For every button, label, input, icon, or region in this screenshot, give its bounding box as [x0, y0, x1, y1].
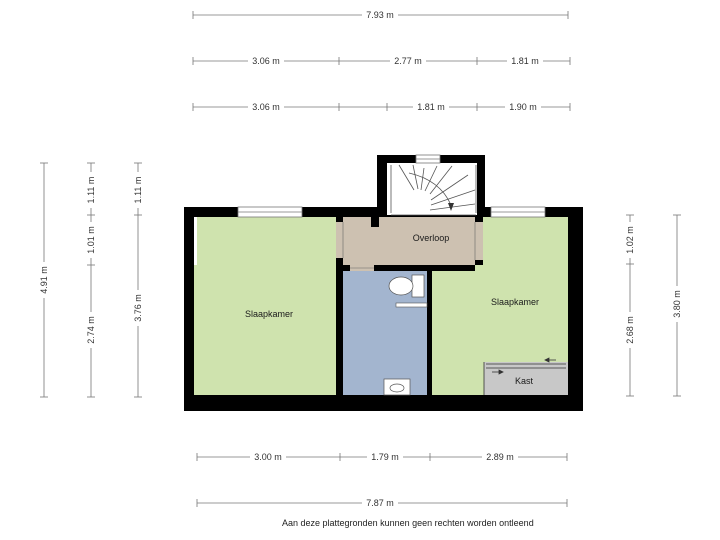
door-marks	[342, 222, 476, 269]
dim-top2-c: 1.81 m	[511, 56, 539, 66]
dim-left-total: 4.91 m	[39, 266, 49, 294]
dim-bottom-a: 3.00 m	[254, 452, 282, 462]
dim-left3-b: 3.76 m	[133, 294, 143, 322]
stairwell	[387, 163, 477, 215]
dim-left2-c: 2.74 m	[86, 316, 96, 344]
label-landing: Overloop	[413, 233, 450, 243]
toilet-icon	[388, 274, 425, 298]
dim-top2-b: 2.77 m	[394, 56, 422, 66]
door-landing-left	[336, 222, 343, 258]
dim-top2-a: 3.06 m	[252, 56, 280, 66]
dim-bottom-b: 1.79 m	[371, 452, 399, 462]
disclaimer: Aan deze plattegronden kunnen geen recht…	[282, 518, 534, 528]
label-closet: Kast	[515, 376, 534, 386]
room-left-bedroom	[194, 217, 336, 395]
wall-right-interior	[427, 265, 432, 395]
wall-bathroom-top	[343, 265, 427, 271]
dim-left2-b: 1.01 m	[86, 226, 96, 254]
right-dimension-labels: 1.02 m 2.68 m 3.80 m	[624, 222, 683, 348]
wall-landing-bottom	[432, 265, 475, 271]
left-dimension-labels: 4.91 m 1.11 m 1.01 m 2.74 m 1.11 m 3.76 …	[38, 172, 144, 348]
dim-top3-c: 1.90 m	[509, 102, 537, 112]
sliding-door-icon	[483, 357, 566, 395]
label-left-bedroom: Slaapkamer	[245, 309, 293, 319]
room-closet	[484, 362, 568, 395]
sink-icon	[383, 378, 411, 396]
plan-body: Slaapkamer Slaapkamer Overloop Kast	[184, 154, 583, 411]
door-landing-right	[475, 222, 483, 260]
room-landing	[343, 217, 475, 265]
bottom-dimension-labels: 3.00 m 1.79 m 2.89 m 7.87 m	[250, 451, 518, 509]
wall-left-interior	[336, 217, 343, 395]
dim-right1-b: 2.68 m	[625, 316, 635, 344]
dim-right1-a: 1.02 m	[625, 226, 635, 254]
dim-top3-a: 3.06 m	[252, 102, 280, 112]
dim-left2-a: 1.11 m	[86, 177, 96, 204]
dim-right2: 3.80 m	[672, 290, 682, 318]
shelf	[395, 302, 428, 308]
door-opening-left	[194, 217, 197, 265]
dim-bottom-total: 7.87 m	[366, 498, 394, 508]
windows	[237, 154, 546, 218]
dim-left3-a: 1.11 m	[133, 177, 143, 204]
dim-top3-b: 1.81 m	[417, 102, 445, 112]
top-dimension-labels: 7.93 m 3.06 m 2.77 m 1.81 m 3.06 m 1.81 …	[248, 9, 543, 113]
column	[371, 215, 379, 227]
label-right-bedroom: Slaapkamer	[491, 297, 539, 307]
dim-bottom-c: 2.89 m	[486, 452, 514, 462]
dim-top-total: 7.93 m	[366, 10, 394, 20]
stairs-icon	[390, 164, 477, 216]
